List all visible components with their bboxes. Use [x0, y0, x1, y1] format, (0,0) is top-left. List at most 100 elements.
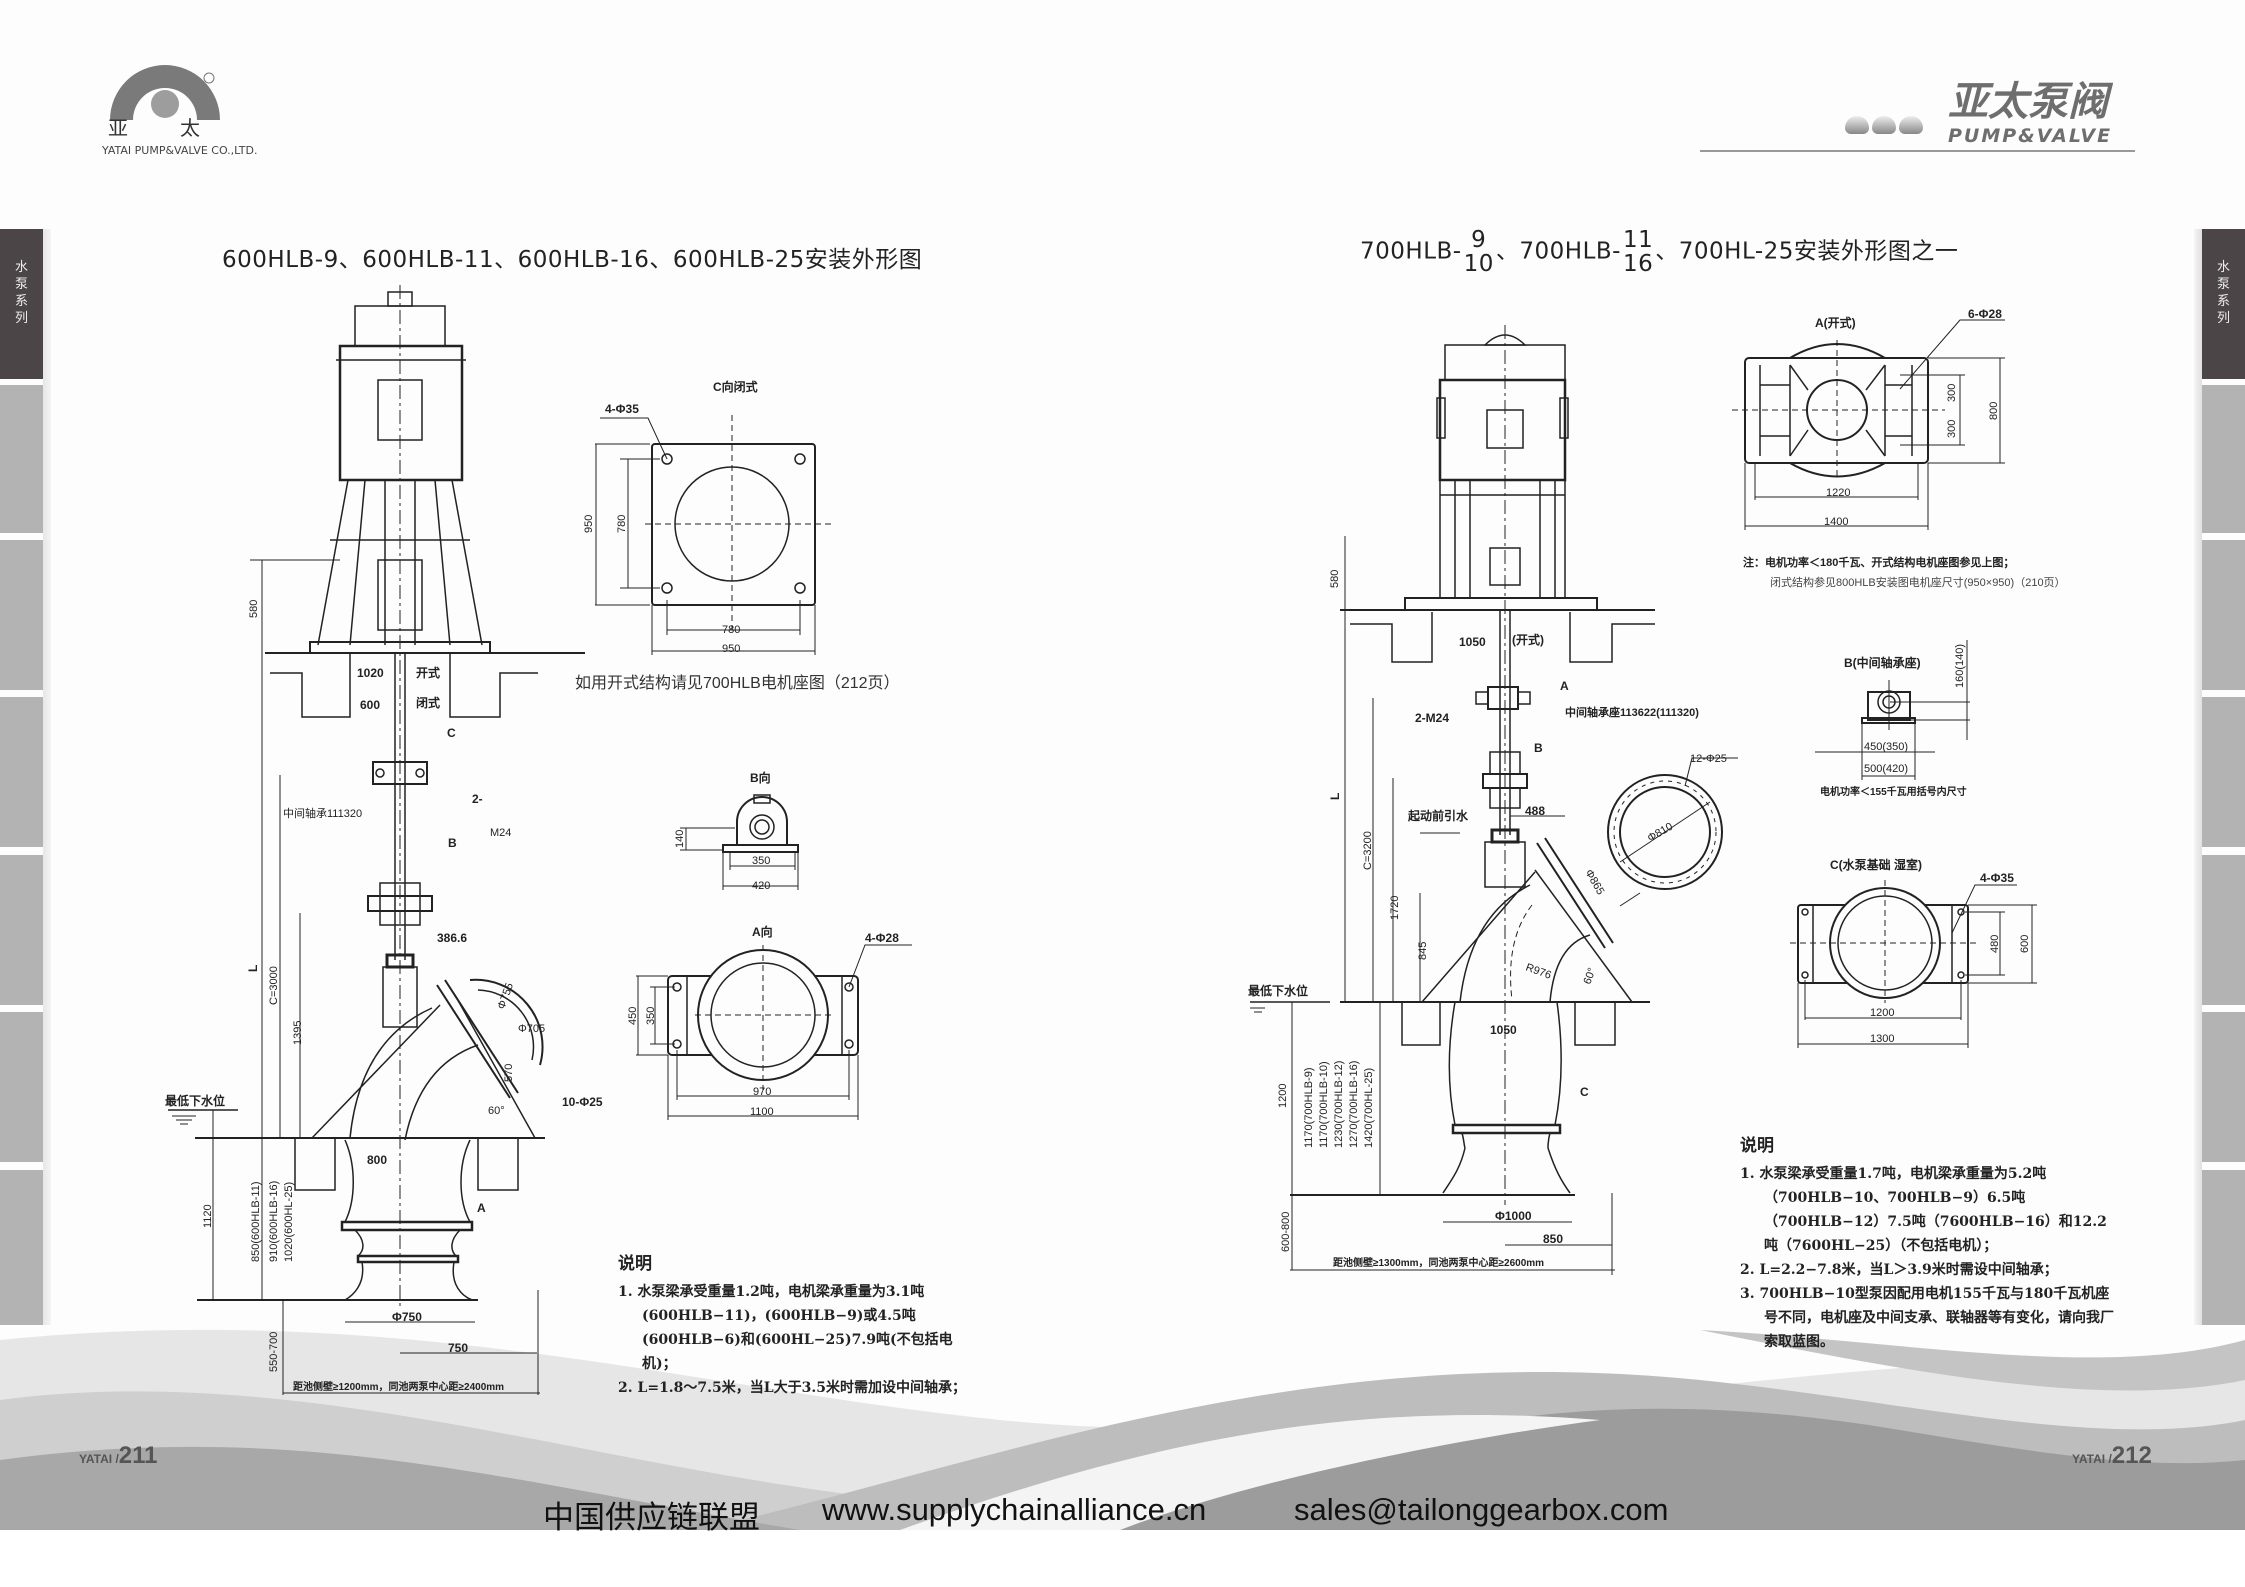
dim-label: 420: [752, 880, 770, 892]
dim-label: 580: [248, 600, 260, 618]
dim-label: 350: [645, 1007, 657, 1025]
section-mark: A: [1560, 679, 1569, 693]
logo-cn-left: 亚: [108, 116, 128, 140]
dim-label: 800: [1988, 402, 2000, 420]
dim-label: 570: [503, 1064, 515, 1082]
bearing-label: 中间轴承座113622(111320): [1565, 705, 1699, 719]
dim-label: M24: [490, 827, 511, 839]
water-level-label: 最低下水位: [165, 1093, 225, 1108]
side-tab-label: 水泵系列: [2216, 260, 2230, 326]
note-item: 1. 水泵梁承受重量1.7吨，电机梁承重量为5.2吨（700HLB−10、700…: [1740, 1166, 2107, 1254]
view-title: B向: [750, 770, 771, 785]
right-c-base-view: [1790, 880, 2037, 1048]
fraction-bottom: 16: [1622, 251, 1654, 277]
dim-label: 1200: [1277, 1084, 1289, 1108]
holes-label: 4-Φ35: [605, 402, 639, 416]
right-a-open-labels: A(开式) 6-Φ28 300 300 800 1220 1400 注：电机功率…: [1743, 307, 2066, 589]
dim-label: C=3000: [268, 966, 280, 1005]
dim-label: 850(600HLB-11): [250, 1181, 262, 1262]
section-mark: B: [448, 836, 457, 850]
dim-label: R976: [1524, 962, 1553, 982]
dim-label: 910(600HLB-16): [268, 1181, 280, 1262]
dim-label: 1270(700HLB-16): [1348, 1061, 1360, 1148]
dim-label: 60°: [488, 1105, 505, 1117]
dim-label: 600: [2019, 935, 2031, 953]
dim-label: (开式): [1512, 632, 1544, 647]
side-tab-strip: [43, 229, 51, 1325]
footer-alliance: 中国供应链联盟: [543, 1500, 760, 1535]
dim-label: 970: [753, 1086, 771, 1098]
left-notes: 说明 1. 水泵梁承受重量1.2吨，电机梁承重量为3.1吨(600HLB−11)…: [618, 1252, 978, 1400]
dim-label: 1200: [1870, 1007, 1894, 1019]
view-title: A向: [752, 924, 773, 939]
dim-label: 780: [722, 624, 740, 636]
dim-label: 450(350): [1864, 741, 1908, 753]
dim-label: 1050: [1459, 635, 1486, 649]
side-tab[interactable]: [2202, 855, 2245, 1005]
dim-label: 1050: [1490, 1023, 1517, 1037]
logo-en: YATAI PUMP&VALVE CO.,LTD.: [102, 144, 258, 157]
left-pump-elevation: [168, 285, 585, 1395]
side-tab-strip: [2194, 229, 2202, 1325]
side-tab[interactable]: [2202, 1170, 2245, 1325]
right-pump-elevation: [1250, 325, 1738, 1275]
dim-label: 2-M24: [1415, 711, 1449, 725]
dim-label: 386.6: [437, 931, 467, 945]
side-tab[interactable]: [2202, 697, 2245, 847]
left-page-title: 600HLB-9、600HLB-11、600HLB-16、600HLB-25安装…: [222, 247, 923, 273]
dim-label: Φ750: [392, 1310, 422, 1324]
spacing-note: 距池侧壁≥1200mm，同池两泵中心距≥2400mm: [293, 1380, 504, 1393]
section-mark: A: [477, 1201, 486, 1215]
dim-label: Φ865: [1582, 868, 1606, 898]
right-c-base-labels: C(水泵基础 湿室) 4-Φ35 480 600 1200 1300: [1830, 857, 2031, 1045]
side-tab-pump-series[interactable]: 水泵系列: [0, 229, 43, 379]
holes-label: 12-Φ25: [1690, 753, 1727, 765]
dim-label: 1120: [202, 1204, 214, 1228]
logo-cn-right: 太: [180, 116, 200, 140]
side-tab[interactable]: [0, 385, 43, 533]
brand-en: PUMP&VALVE: [1948, 125, 2113, 147]
title-part: 、700HL-25安装外形图之一: [1655, 238, 1959, 265]
dim-label: 160(140): [1954, 644, 1966, 688]
dim-label: 1300: [1870, 1033, 1894, 1045]
dim-label: 950: [583, 515, 595, 533]
dim-label: L: [1328, 793, 1342, 800]
title-part: 、700HLB-: [1495, 238, 1621, 265]
side-tab-pump-series-right[interactable]: 水泵系列: [2202, 229, 2245, 379]
dim-label: 550-700: [268, 1332, 280, 1372]
side-tab[interactable]: [0, 855, 43, 1005]
water-level-label: 最低下水位: [1248, 983, 1308, 998]
right-a-open-view: [1732, 319, 2005, 530]
dim-label: 1020(600HL-25): [283, 1182, 295, 1262]
dim-label: Φ705: [518, 1023, 545, 1035]
page-brand: YATAI /: [79, 1452, 119, 1466]
dim-label: 300: [1946, 384, 1958, 402]
side-tab[interactable]: [2202, 1012, 2245, 1162]
right-b-bearing-labels: B(中间轴承座) 160(140) 450(350) 500(420) 电机功率…: [1820, 644, 1967, 798]
fraction-top: 11: [1622, 227, 1654, 253]
side-tab[interactable]: [2202, 540, 2245, 690]
c-view-caption: 如用开式结构请见700HLB电机座图（212页）: [575, 674, 900, 692]
side-tab[interactable]: [0, 1170, 43, 1325]
side-tab[interactable]: [0, 697, 43, 847]
side-tab[interactable]: [2202, 385, 2245, 533]
note-item: 2. L=2.2−7.8米，当L＞3.9米时需设中间轴承；: [1740, 1262, 2058, 1278]
a-open-note: 注：电机功率＜180千瓦、开式结构电机座图参见上图；: [1743, 555, 2014, 569]
dim-label: 845: [1417, 942, 1429, 960]
footer-url[interactable]: www.supplychainalliance.cn: [822, 1492, 1207, 1527]
side-tab[interactable]: [0, 540, 43, 690]
side-tab[interactable]: [0, 1012, 43, 1162]
footer-email[interactable]: sales@tailonggearbox.com: [1294, 1492, 1669, 1527]
side-tab-label: 水泵系列: [14, 260, 28, 326]
holes-label: 4-Φ28: [865, 931, 899, 945]
dim-label: 300: [1946, 420, 1958, 438]
page-brand: YATAI /: [2072, 1452, 2112, 1466]
dim-label: 1170(700HLB-9): [1303, 1067, 1315, 1148]
dim-label: 140: [674, 830, 686, 848]
page-number-left: YATAI /211: [79, 1442, 158, 1470]
dim-label: 600: [360, 698, 380, 712]
section-mark: C: [447, 726, 456, 740]
dim-label: 60°: [1582, 966, 1599, 986]
dim-label: 1020: [357, 666, 384, 680]
